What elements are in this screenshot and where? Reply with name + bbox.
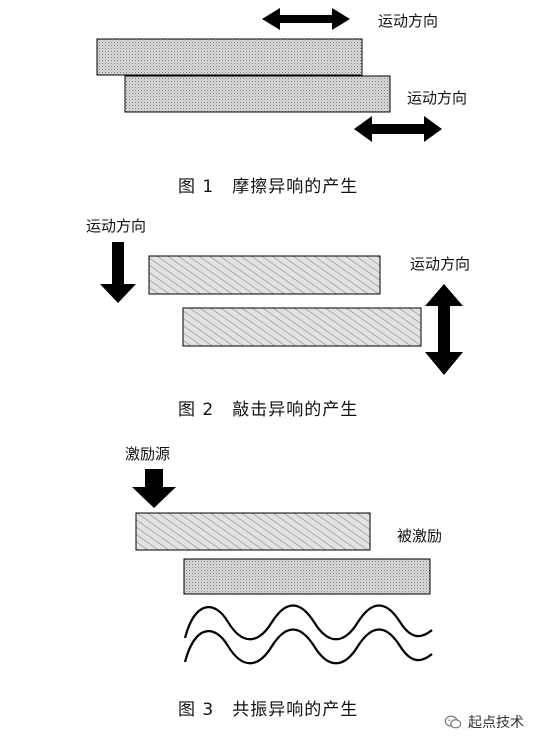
figure2-left-direction-label: 运动方向	[86, 217, 147, 235]
figure2-caption-number: 图 2	[178, 400, 215, 420]
figure3-lower-plate	[183, 558, 431, 595]
figure2-right-direction-label: 运动方向	[410, 255, 471, 273]
figure3-group	[132, 469, 433, 665]
watermark-text: 起点技术	[468, 715, 524, 731]
figure3-wave-upper	[183, 604, 433, 641]
watermark: 起点技术	[444, 712, 524, 732]
figure2-down-arrow	[100, 242, 136, 303]
figure3-caption: 图 3 共振异响的产生	[178, 700, 358, 720]
figure1-caption-number: 图 1	[178, 177, 215, 197]
figure1-upper-plate	[96, 38, 363, 76]
figure3-caption-number: 图 3	[178, 700, 215, 720]
figure1-group	[96, 8, 442, 142]
figure2-vertical-double-arrow	[425, 284, 463, 375]
figure2-lower-plate	[182, 307, 422, 347]
figure3-wave-lower	[183, 628, 433, 665]
figure3-caption-text: 共振异响的产生	[232, 700, 359, 720]
figure3-excited-label: 被激励	[397, 527, 443, 545]
figure3-upper-plate	[135, 512, 371, 551]
figure3-down-arrow	[132, 469, 176, 508]
figure1-bottom-double-arrow	[354, 116, 442, 142]
wechat-icon	[444, 715, 462, 729]
figure3-source-label: 激励源	[125, 445, 171, 463]
figure1-top-direction-label: 运动方向	[378, 12, 439, 30]
figure2-upper-plate	[148, 255, 381, 295]
figure1-lower-plate	[124, 75, 391, 113]
figure1-caption: 图 1 摩擦异响的产生	[178, 177, 358, 197]
figure1-bottom-direction-label: 运动方向	[407, 89, 468, 107]
figure1-top-double-arrow	[262, 8, 350, 30]
figure2-group	[100, 242, 463, 375]
figure2-caption: 图 2 敲击异响的产生	[178, 400, 358, 420]
figure2-caption-text: 敲击异响的产生	[232, 400, 359, 420]
figure1-caption-text: 摩擦异响的产生	[232, 177, 359, 197]
